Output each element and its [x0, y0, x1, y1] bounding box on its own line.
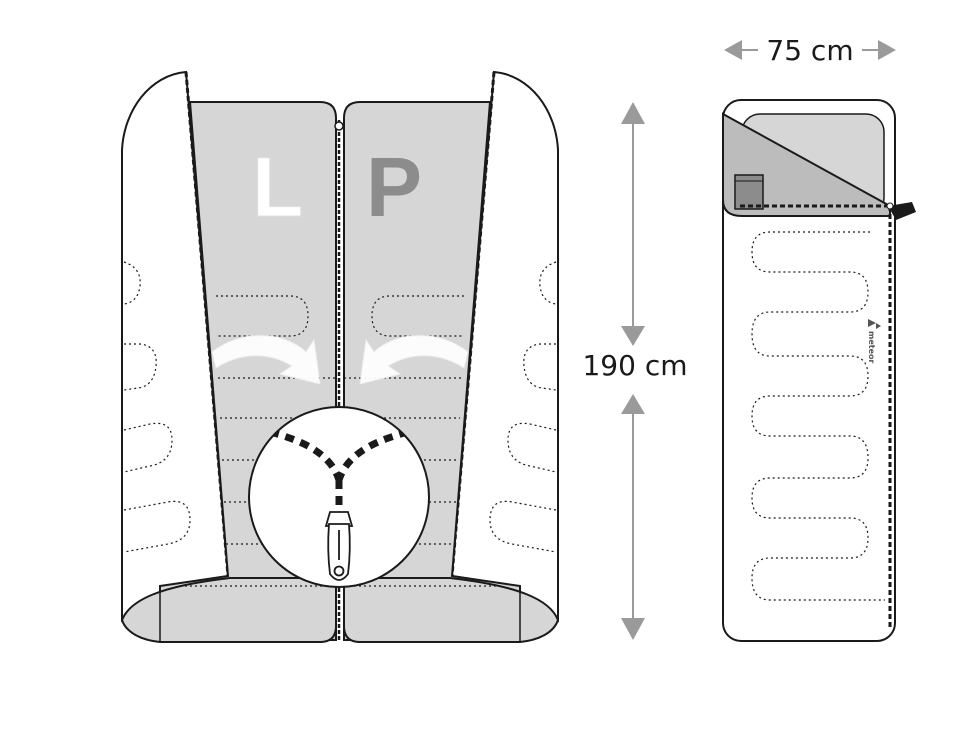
width-dimension: 75 cm [724, 34, 896, 67]
zipper-detail-callout [248, 406, 430, 588]
left-half-label: L [252, 140, 303, 234]
zipper-top-stop-icon [334, 121, 344, 131]
closed-bag: meteor [722, 99, 916, 642]
left-footbox [120, 577, 337, 643]
length-label: 190 cm [582, 349, 687, 382]
arrow-down-icon [621, 326, 645, 346]
length-dimension: 190 cm [582, 102, 688, 640]
brand-name: meteor [867, 331, 876, 364]
closed-bag-body [722, 99, 896, 642]
unzipped-bag: L P [120, 70, 560, 643]
zipper-pull-icon [324, 511, 354, 581]
hood-fold [722, 112, 891, 217]
closed-bag-quilting [751, 231, 885, 601]
arrow-up-icon [621, 102, 645, 124]
arrow-up-icon [621, 394, 645, 414]
join-arrow-icon [359, 335, 469, 385]
arrow-down-icon [621, 618, 645, 640]
brand-logo: meteor [867, 319, 881, 364]
pocket [734, 174, 764, 210]
width-label: 75 cm [766, 34, 853, 67]
arrow-left-icon [724, 40, 742, 60]
right-footbox [343, 577, 560, 643]
tree-logo-icon [868, 319, 881, 329]
arrow-right-icon [878, 40, 896, 60]
right-half-label: P [366, 140, 422, 234]
zipper-pull-icon [888, 202, 916, 220]
flap-quilting [123, 261, 557, 553]
join-arrow-icon [211, 335, 321, 385]
